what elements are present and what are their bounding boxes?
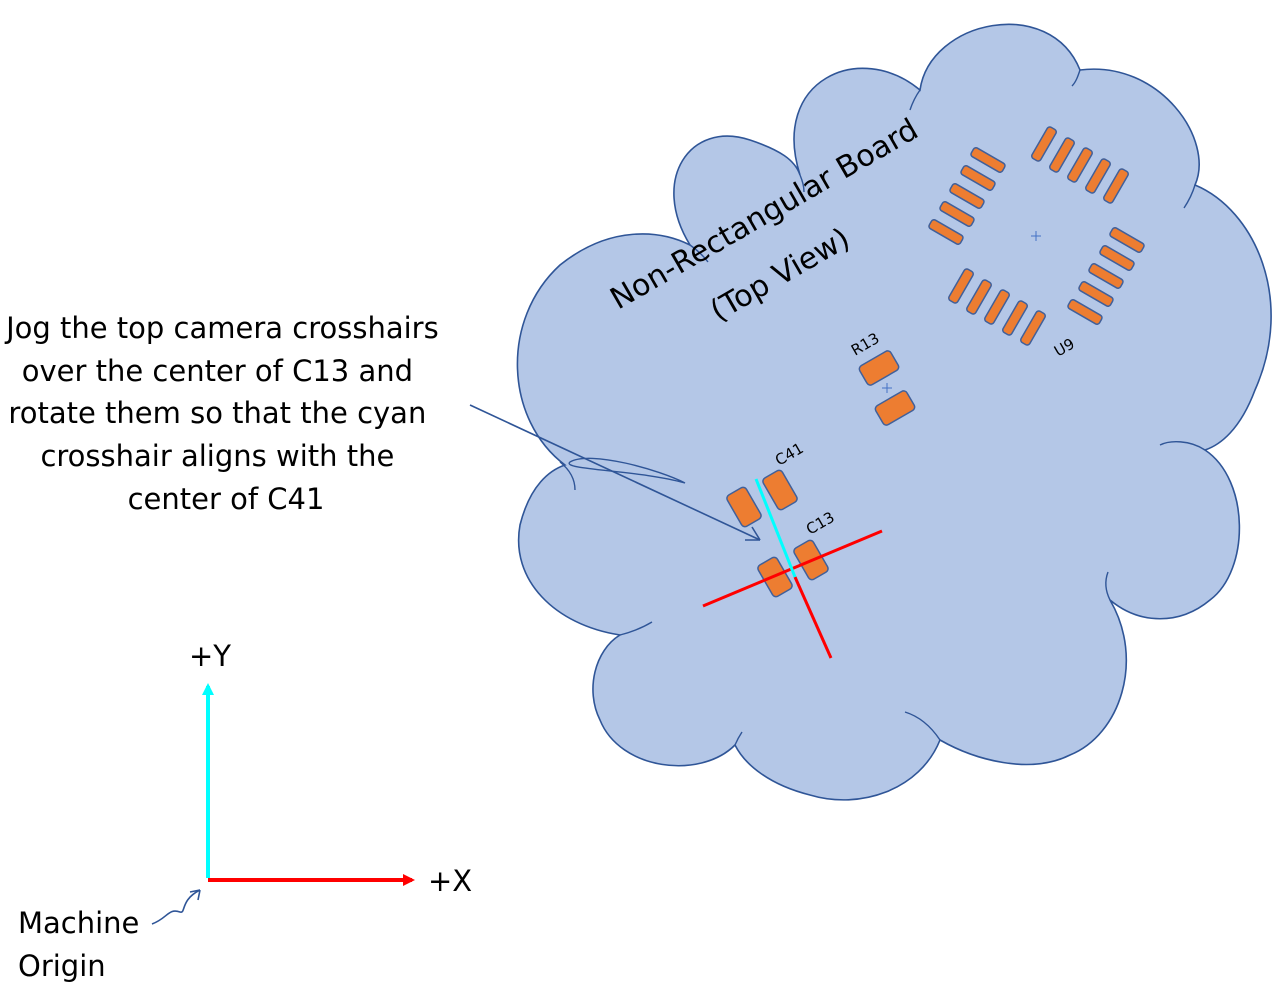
origin-label-line1: Machine — [18, 906, 139, 940]
instruction-line: rotate them so that the cyan — [8, 396, 426, 430]
u9-pad — [1078, 281, 1114, 307]
u9-pad — [1067, 147, 1093, 183]
crosshair-red-vertical — [793, 576, 833, 659]
c41-pad — [762, 469, 798, 511]
c41-component — [726, 469, 798, 528]
u9-pad — [984, 289, 1010, 325]
crosshair-cyan — [754, 478, 797, 578]
r13-pad — [858, 350, 900, 386]
u9-pad — [1067, 299, 1103, 325]
instruction-line: crosshair aligns with the — [40, 439, 394, 473]
u9-pad — [970, 147, 1006, 173]
camera-crosshairs — [702, 478, 883, 659]
instruction-pointer — [469, 404, 761, 541]
instruction-line: center of C41 — [128, 482, 325, 516]
u9-pad — [1020, 310, 1046, 346]
u9-pad — [939, 201, 975, 227]
u9-component — [928, 126, 1145, 346]
u9-pad — [1031, 126, 1057, 162]
u9-pad — [1103, 168, 1129, 204]
instruction-text: Jog the top camera crosshairs over the c… — [4, 311, 448, 516]
u9-pad — [1109, 227, 1145, 253]
origin-pointer — [151, 889, 201, 925]
u9-pad — [1099, 245, 1135, 271]
u9-pad — [949, 183, 985, 209]
r13-pad — [874, 390, 916, 426]
u9-pad — [966, 279, 992, 315]
origin-label: Machine Origin — [18, 906, 149, 983]
r13-center-mark — [882, 383, 892, 393]
u9-pad — [1049, 137, 1075, 173]
u9-pad — [948, 268, 974, 304]
instruction-line: over the center of C13 and — [22, 354, 413, 388]
instruction-line: Jog the top camera crosshairs — [4, 311, 439, 345]
machine-axes — [202, 683, 415, 886]
c41-pad — [726, 486, 762, 528]
x-axis-label: +X — [428, 864, 472, 898]
u9-pad — [928, 219, 964, 245]
r13-component — [858, 350, 916, 426]
origin-label-line2: Origin — [18, 949, 106, 983]
u9-pad — [1088, 263, 1124, 289]
u9-pad — [960, 165, 996, 191]
y-axis-label: +Y — [189, 639, 231, 673]
u9-pad — [1085, 158, 1111, 194]
u9-pad — [1002, 300, 1028, 336]
u9-center-mark — [1031, 231, 1041, 241]
